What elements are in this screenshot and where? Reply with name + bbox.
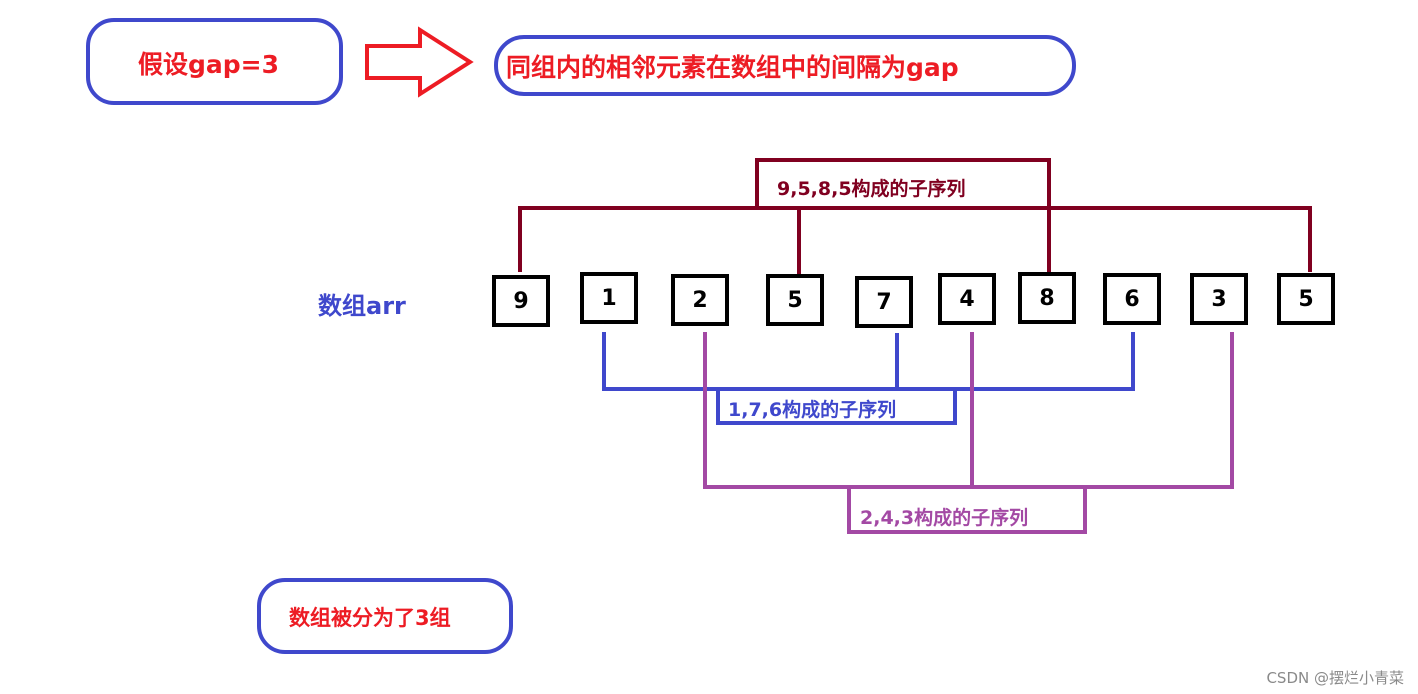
group-dark-red-label-box (755, 158, 1051, 210)
array-cell-3: 5 (766, 274, 824, 326)
array-cell-1: 1 (580, 272, 638, 324)
group-dark-red-label: 9,5,8,5构成的子序列 (777, 178, 966, 200)
group-purple-lines (703, 332, 1234, 534)
group-purple-label-box (847, 485, 1087, 534)
arrow-right-icon (365, 26, 474, 98)
summary-text: 数组被分为了3组 (289, 606, 451, 630)
definition-text: 同组内的相邻元素在数组中的间隔为gap (506, 53, 959, 82)
group-dark-red-lines (518, 158, 1312, 280)
summary-box (257, 578, 513, 654)
array-cell-7: 6 (1103, 273, 1161, 325)
definition-box (494, 35, 1076, 96)
array-cell-6: 8 (1018, 272, 1076, 324)
group-blue-label: 1,7,6构成的子序列 (728, 399, 897, 421)
watermark: CSDN @摆烂小青菜 (1266, 669, 1404, 687)
group-blue-bar (602, 332, 1135, 391)
assumption-box (86, 18, 343, 105)
group-purple-label: 2,4,3构成的子序列 (860, 507, 1029, 529)
array-cell-5: 4 (938, 273, 996, 325)
group-dark-red-bar (518, 206, 1312, 272)
array-label: 数组arr (318, 292, 406, 320)
array-cell-8: 3 (1190, 273, 1248, 325)
assumption-text: 假设gap=3 (138, 50, 280, 79)
array-cell-0: 9 (492, 275, 550, 327)
group-blue-label-box (716, 387, 957, 425)
array-cell-4: 7 (855, 276, 913, 328)
group-blue-lines (602, 332, 1135, 425)
array-cell-9: 5 (1277, 273, 1335, 325)
array-cell-2: 2 (671, 274, 729, 326)
